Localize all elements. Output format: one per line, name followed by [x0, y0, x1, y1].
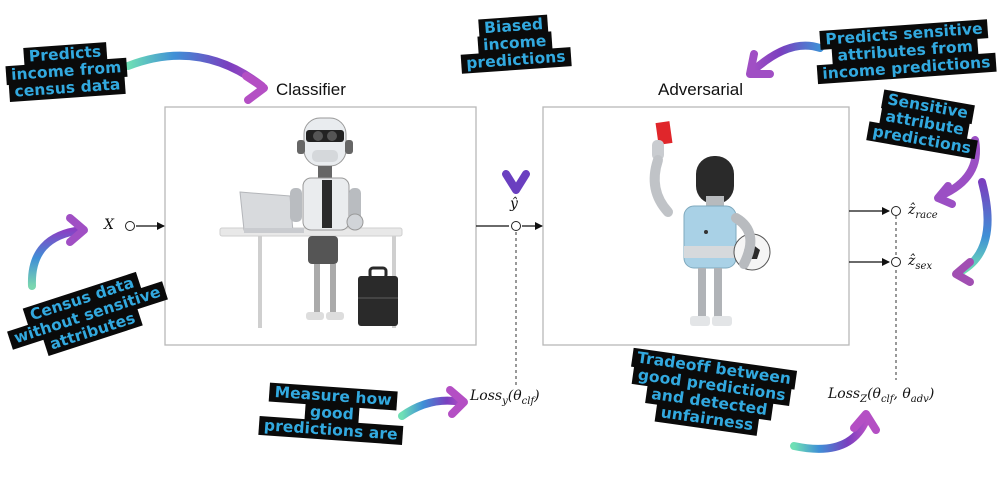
annotation-biased-income: Biased income predictions: [458, 14, 572, 74]
z-sex-symbol: ẑ: [908, 253, 916, 269]
loss-args: (θ: [507, 388, 522, 404]
y-hat-node: [511, 221, 521, 231]
adversarial-loss-label: LossZ(θclf, θadv): [828, 386, 934, 405]
loss-subscript: y: [502, 395, 508, 407]
loss-text: Loss: [470, 388, 503, 404]
theta-subscript: clf: [521, 395, 535, 407]
curved-arrow-icon: [27, 41, 992, 453]
z-sex-subscript: sex: [915, 260, 933, 272]
theta-adv-subscript: adv: [910, 393, 929, 405]
adversarial-robot-illustration: [649, 121, 771, 326]
classifier-robot-illustration: [219, 117, 403, 328]
loss-mid: , θ: [893, 386, 911, 402]
theta-clf-subscript: clf: [880, 393, 894, 405]
z-race-label: ẑrace: [908, 202, 938, 221]
sex-node: [891, 257, 901, 267]
z-race-subscript: race: [915, 209, 938, 221]
race-node: [891, 206, 901, 216]
loss-subscript: Z: [860, 393, 868, 405]
classifier-loss-label: Lossy(θclf): [470, 388, 540, 407]
loss-text: Loss: [828, 386, 861, 402]
annotation-predicts-income: Predicts income from census data: [4, 42, 128, 102]
classifier-title: Classifier: [276, 80, 346, 99]
loss-close: ): [534, 388, 540, 404]
z-race-symbol: ẑ: [908, 202, 916, 218]
loss-close: ): [928, 386, 935, 402]
input-x-label: X: [104, 217, 114, 233]
z-sex-label: ẑsex: [908, 253, 932, 272]
adversarial-title: Adversarial: [658, 80, 744, 99]
annotation-measure-how: Measure how good predictions are: [258, 382, 405, 445]
y-hat-label: ŷ: [510, 196, 518, 212]
loss-args: (θ: [867, 386, 881, 402]
input-node: [125, 221, 135, 231]
